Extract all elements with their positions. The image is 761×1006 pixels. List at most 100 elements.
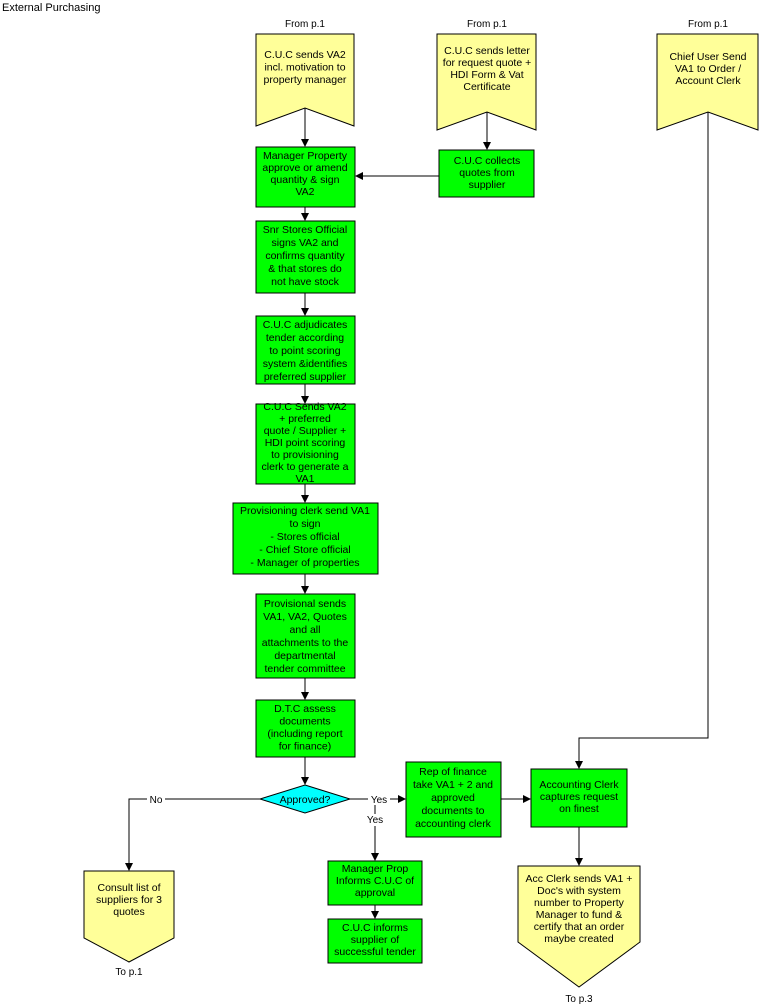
text-line: C.U.C Sends VA2 bbox=[263, 401, 346, 413]
text-line: approved bbox=[431, 792, 475, 804]
text-line: Doc's with system bbox=[537, 885, 621, 897]
text-line: departmental bbox=[274, 650, 335, 662]
box-rep-finance bbox=[405, 761, 502, 838]
text-line: (including report bbox=[267, 728, 342, 740]
text-line: quantity & sign bbox=[271, 174, 340, 186]
text-line: approve or amend bbox=[262, 162, 347, 174]
text-line: Informs C.U.C of bbox=[336, 875, 414, 887]
text-line: not have stock bbox=[271, 276, 339, 288]
text-line: - Manager of properties bbox=[250, 557, 359, 569]
text-line: and all bbox=[290, 624, 321, 636]
text-line: quotes from bbox=[459, 167, 515, 179]
text-line: certify that an order bbox=[534, 921, 625, 933]
text-line: C.U.C sends VA2 bbox=[264, 49, 346, 61]
text-line: Account Clerk bbox=[675, 75, 741, 87]
text-line: to point scoring bbox=[269, 345, 340, 357]
offpage-acc-clerk-sends bbox=[517, 865, 641, 988]
edge-label-yes-down: Yes bbox=[367, 815, 383, 826]
text-line: tender according bbox=[266, 332, 344, 344]
edge-label-yes-right: Yes bbox=[371, 795, 387, 806]
to-p3-label: To p.3 bbox=[565, 994, 593, 1005]
decision-approved-text: Approved? bbox=[280, 794, 331, 806]
from-p1-label-left: From p.1 bbox=[285, 19, 325, 30]
text-line: tender committee bbox=[264, 663, 345, 675]
text-line: Manager Property bbox=[263, 150, 348, 162]
from-p1-label-right: From p.1 bbox=[688, 19, 728, 30]
box-cuc-informs bbox=[327, 918, 423, 964]
text-line: - Stores official bbox=[270, 531, 339, 543]
text-line: C.U.C collects bbox=[454, 155, 521, 167]
edge-decision-no bbox=[125, 798, 260, 871]
text-line: for request quote + bbox=[443, 57, 531, 69]
text-line: & that stores do bbox=[268, 263, 342, 275]
text-line: quote / Supplier + bbox=[264, 425, 347, 437]
box-cuc-sends-va2-pref bbox=[255, 403, 356, 485]
box-manager-property bbox=[255, 146, 356, 208]
to-p1-label: To p.1 bbox=[115, 967, 143, 978]
text-line: to provisioning bbox=[271, 449, 339, 461]
text-line: maybe created bbox=[544, 933, 614, 945]
text-line: - Chief Store official bbox=[259, 544, 350, 556]
text-line: Acc Clerk sends VA1 + bbox=[526, 873, 633, 885]
text-line: C.U.C informs bbox=[342, 922, 408, 934]
text-line: Provisioning clerk send VA1 bbox=[240, 505, 370, 517]
text-line: clerk to generate a bbox=[262, 461, 349, 473]
text-line: Manager Prop bbox=[342, 863, 409, 875]
text-line: Manager to fund & bbox=[536, 909, 622, 921]
text-line: approval bbox=[355, 887, 395, 899]
offpage-consult-list bbox=[83, 870, 175, 963]
text-line: captures request bbox=[540, 791, 618, 803]
text-line: VA2 bbox=[295, 186, 314, 198]
text-line: Certificate bbox=[463, 81, 510, 93]
text-line: take VA1 + 2 and bbox=[413, 779, 493, 791]
text-line: to sign bbox=[290, 518, 321, 530]
text-line: property manager bbox=[264, 74, 347, 86]
text-line: on finest bbox=[559, 803, 599, 815]
text-line: Provisional sends bbox=[264, 598, 346, 610]
text-line: D.T.C assess bbox=[274, 703, 336, 715]
page-title: External Purchasing bbox=[2, 2, 101, 14]
text-line: suppliers for 3 bbox=[96, 894, 162, 906]
box-provisioning-clerk bbox=[232, 502, 379, 575]
text-line: successful tender bbox=[334, 946, 416, 958]
from-p1-label-middle: From p.1 bbox=[467, 19, 507, 30]
text-line: C.U.C sends letter bbox=[444, 45, 530, 57]
text-line: attachments to the bbox=[262, 637, 349, 649]
edge-label-no: No bbox=[150, 795, 163, 806]
text-line: Chief User Send bbox=[669, 51, 746, 63]
text-line: documents bbox=[279, 716, 330, 728]
offpage-chief-user-send bbox=[656, 33, 759, 131]
decision-approved bbox=[258, 784, 352, 814]
text-line: Rep of finance bbox=[419, 766, 487, 778]
box-cuc-adjudicates bbox=[255, 315, 356, 385]
text-line: signs VA2 and bbox=[272, 237, 339, 249]
text-line: preferred supplier bbox=[264, 371, 347, 383]
text-line: VA1 bbox=[295, 473, 314, 485]
text-line: documents to bbox=[421, 805, 484, 817]
text-line: + preferred bbox=[279, 413, 331, 425]
box-provisional-sends bbox=[255, 593, 356, 679]
text-line: Consult list of bbox=[97, 882, 160, 894]
edge-chief-to-accounting bbox=[575, 112, 709, 769]
text-line: confirms quantity bbox=[265, 250, 345, 262]
text-line: incl. motivation to bbox=[264, 62, 345, 74]
text-line: for finance) bbox=[279, 741, 332, 753]
text-line: C.U.C adjudicates bbox=[263, 319, 348, 331]
text-line: number to Property bbox=[534, 897, 625, 909]
text-line: supplier of bbox=[351, 934, 400, 946]
